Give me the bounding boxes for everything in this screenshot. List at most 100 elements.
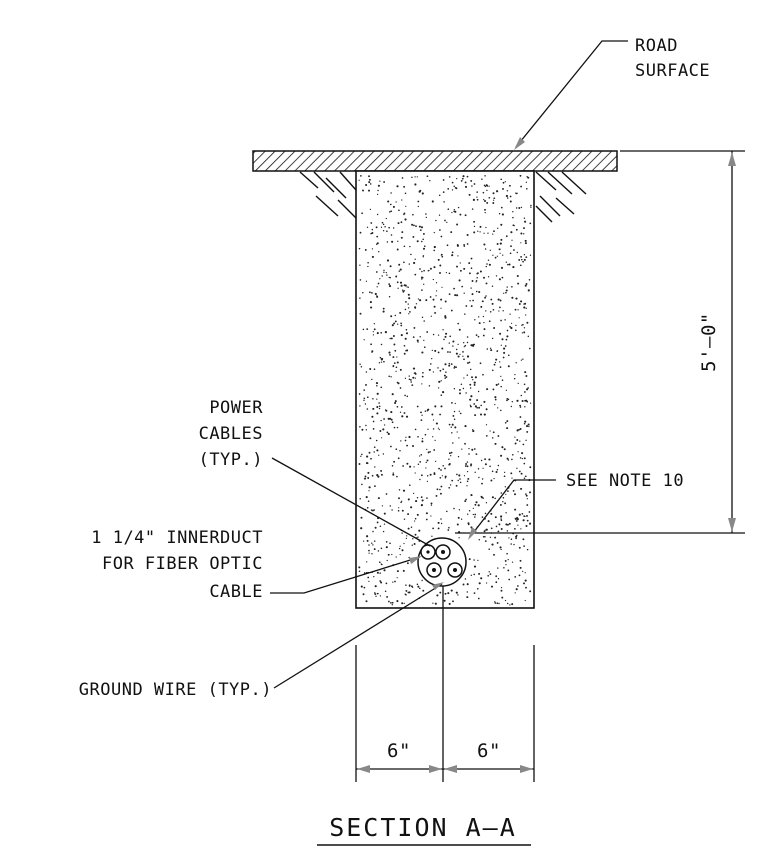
stipple-dot [516, 534, 518, 537]
stipple-dot [511, 603, 514, 606]
stipple-dot [484, 296, 487, 299]
stipple-dot [408, 307, 410, 309]
stipple-dot [489, 573, 492, 575]
stipple-dot [383, 360, 385, 363]
stipple-dot [468, 453, 470, 455]
stipple-dot [432, 419, 435, 421]
stipple-dot [474, 471, 476, 474]
stipple-dot [388, 375, 390, 378]
stipple-dot [520, 206, 523, 209]
stipple-dot [408, 313, 410, 315]
stipple-dot [470, 179, 473, 182]
stipple-dot [447, 351, 449, 353]
stipple-dot [392, 473, 395, 476]
stipple-dot [471, 280, 474, 282]
stipple-dot [524, 420, 527, 423]
stipple-dot [423, 320, 425, 322]
stipple-dot [499, 332, 502, 335]
stipple-dot [448, 526, 450, 529]
stipple-dot [515, 537, 517, 540]
stipple-dot [399, 311, 402, 314]
stipple-dot [379, 180, 381, 182]
ground-wire-arrowhead [432, 582, 444, 590]
stipple-dot [478, 290, 481, 294]
stipple-dot [526, 400, 529, 403]
stipple-dot [414, 183, 417, 186]
stipple-dot [363, 389, 366, 391]
power-cables-label-2: CABLES [199, 424, 263, 444]
stipple-dot [529, 466, 532, 469]
stipple-dot [416, 339, 419, 342]
stipple-dot [524, 406, 526, 408]
stipple-dot [520, 185, 523, 188]
stipple-dot [522, 323, 524, 326]
stipple-dot [522, 570, 524, 573]
stipple-dot [477, 335, 480, 338]
stipple-dot [362, 593, 365, 596]
stipple-dot [515, 228, 518, 231]
stipple-dot [518, 428, 520, 431]
stipple-dot [469, 368, 472, 371]
stipple-dot [442, 179, 445, 181]
stipple-dot [405, 415, 409, 418]
stipple-dot [393, 460, 396, 463]
stipple-dot [500, 223, 503, 226]
stipple-dot [512, 224, 515, 227]
width-arrow-left-a [357, 765, 370, 773]
stipple-dot [457, 456, 460, 458]
stipple-dot [434, 349, 437, 352]
stipple-dot [488, 196, 491, 199]
stipple-dot [414, 428, 417, 431]
stipple-dot [396, 600, 399, 603]
stipple-dot [458, 328, 461, 331]
stipple-dot [505, 493, 507, 495]
stipple-dot [514, 576, 517, 578]
stipple-dot [489, 430, 491, 432]
stipple-dot [421, 414, 423, 416]
stipple-dot [394, 401, 397, 405]
stipple-dot [527, 423, 530, 426]
stipple-dot [500, 587, 503, 589]
stipple-dot [523, 327, 526, 329]
stipple-dot [514, 508, 517, 511]
stipple-dot [453, 365, 456, 368]
stipple-dot [400, 440, 402, 442]
stipple-dot [421, 192, 424, 195]
stipple-dot [432, 527, 434, 530]
stipple-dot [478, 322, 481, 325]
stipple-dot [379, 430, 382, 432]
stipple-dot [482, 467, 484, 469]
stipple-dot [484, 463, 487, 466]
stipple-dot [476, 587, 479, 590]
stipple-dot [492, 192, 495, 195]
stipple-dot [442, 191, 445, 193]
stipple-dot [383, 569, 386, 572]
stipple-dot [465, 392, 467, 394]
stipple-dot [487, 574, 490, 577]
stipple-dot [364, 475, 367, 478]
stipple-dot [366, 506, 369, 509]
stipple-dot [361, 428, 364, 431]
stipple-dot [459, 353, 461, 356]
stipple-dot [500, 178, 503, 181]
stipple-dot [454, 186, 457, 189]
stipple-dot [498, 278, 501, 281]
stipple-dot [456, 523, 459, 526]
stipple-dot [466, 470, 469, 473]
stipple-dot [468, 262, 471, 265]
stipple-dot [440, 253, 443, 256]
stipple-dot [402, 569, 405, 572]
stipple-dot [489, 465, 491, 468]
stipple-dot [468, 361, 471, 364]
stipple-dot [520, 394, 523, 397]
stipple-dot [420, 504, 423, 507]
stipple-dot [518, 317, 520, 319]
stipple-dot [416, 240, 419, 243]
stipple-dot [372, 407, 375, 410]
stipple-dot [518, 546, 521, 549]
stipple-dot [512, 490, 515, 492]
stipple-dot [440, 380, 442, 382]
stipple-dot [390, 210, 393, 213]
stipple-dot [414, 472, 416, 474]
stipple-dot [523, 217, 526, 219]
